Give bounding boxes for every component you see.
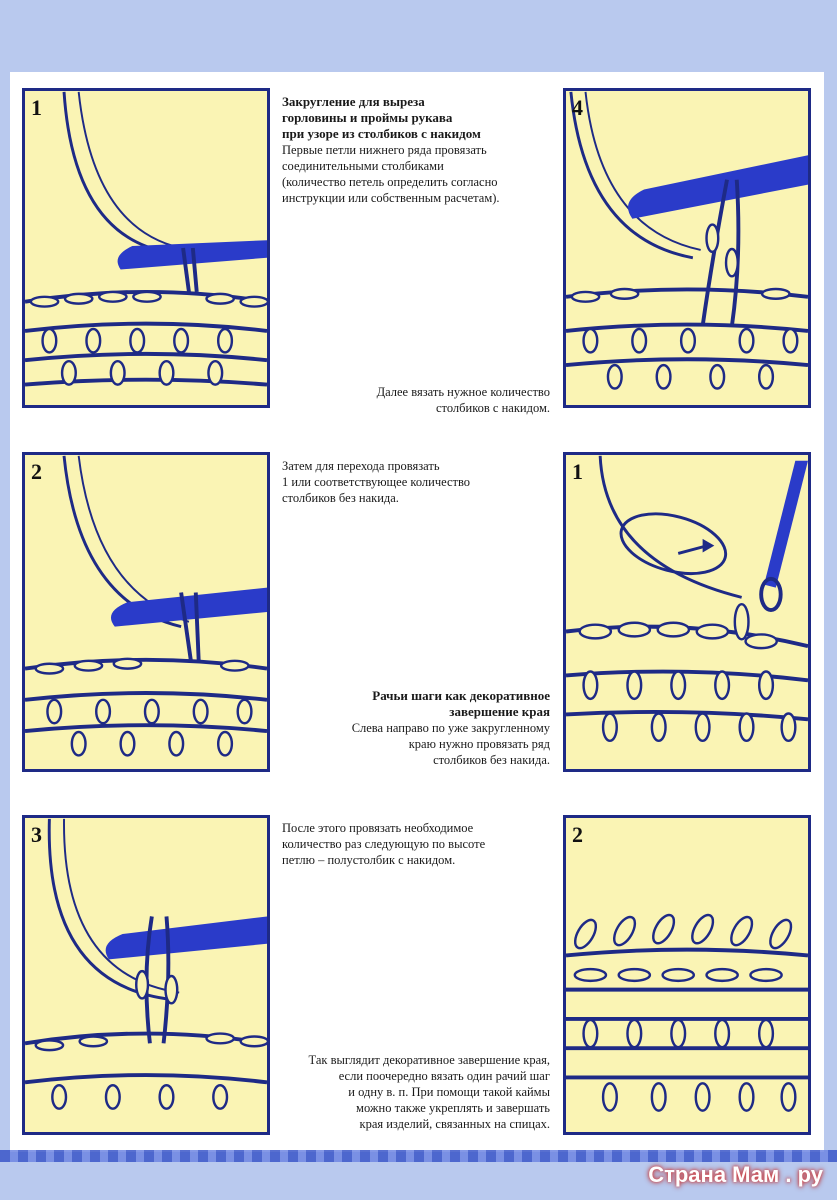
text-block-continue: Далее вязать нужное количество столбиков…: [300, 384, 550, 416]
figure-number: 2: [572, 822, 583, 847]
figure-number: 1: [31, 95, 42, 120]
body-line: и одну в. п. При помощи такой каймы: [348, 1085, 550, 1099]
text-block-half-double: После этого провязать необходимое количе…: [282, 820, 544, 868]
body-line: края изделий, связанных на спицах.: [359, 1117, 551, 1131]
body-line: столбиков без накида.: [433, 753, 550, 767]
body-line: соединительными столбиками: [282, 159, 444, 173]
body-line: столбиков с накидом.: [435, 401, 550, 415]
body-line: столбиков без накида.: [282, 491, 399, 505]
crochet-illustration-1: [25, 91, 267, 387]
figure-panel-2-left: 2: [22, 452, 270, 772]
crochet-illustration-5: [566, 455, 808, 743]
body-line: Слева направо по уже закругленному: [351, 721, 550, 735]
figure-panel-4-right: 4: [563, 88, 811, 408]
body-line: Первые петли нижнего ряда провязать: [282, 143, 487, 157]
heading-line: Рачьи шаги как декоративное: [372, 688, 550, 703]
body-line: Далее вязать нужное количество: [376, 385, 550, 399]
heading-line: при узоре из столбиков с накидом: [282, 126, 481, 141]
site-watermark: Страна Мам . ру: [648, 1162, 823, 1187]
text-block-rounding: Закругление для выреза горловины и пройм…: [282, 94, 544, 206]
text-block-transition: Затем для перехода провязать 1 или соотв…: [282, 458, 544, 506]
body-line: 1 или соответствующее количество: [282, 475, 471, 489]
figure-number: 3: [31, 822, 42, 847]
heading-line: горловины и проймы рукава: [282, 110, 453, 125]
figure-panel-1-right: 1: [563, 452, 811, 772]
body-line: (количество петель определить согласно: [282, 175, 498, 189]
crochet-illustration-6: [566, 913, 808, 1112]
text-block-result: Так выглядит декоративное завершение кра…: [282, 1052, 550, 1132]
body-line: Затем для перехода провязать: [282, 459, 440, 473]
figure-number: 4: [572, 95, 583, 120]
body-line: петлю – полустолбик с накидом.: [282, 853, 456, 867]
figure-number: 1: [572, 459, 583, 484]
body-line: Так выглядит декоративное завершение кра…: [308, 1053, 550, 1067]
figure-number: 2: [31, 459, 42, 484]
body-line: если поочередно вязать один рачий шаг: [338, 1069, 550, 1083]
figure-panel-1-left: 1: [22, 88, 270, 408]
text-block-crab-stitch: Рачьи шаги как декоративное завершение к…: [296, 688, 550, 768]
crochet-illustration-2: [25, 455, 267, 757]
body-line: можно также укреплять и завершать: [356, 1101, 550, 1115]
decorative-border-strip: [0, 1150, 837, 1162]
crochet-illustration-4: [566, 91, 808, 390]
body-line: После этого провязать необходимое: [282, 821, 474, 835]
crochet-illustration-3: [25, 818, 267, 1110]
body-line: количество раз следующую по высоте: [282, 837, 486, 851]
heading-line: завершение края: [449, 704, 550, 719]
figure-panel-3-left: 3: [22, 815, 270, 1135]
body-line: краю нужно провязать ряд: [408, 737, 550, 751]
body-line: инструкции или собственным расчетам).: [282, 191, 500, 205]
figure-panel-2-right: 2: [563, 815, 811, 1135]
heading-line: Закругление для выреза: [282, 94, 425, 109]
